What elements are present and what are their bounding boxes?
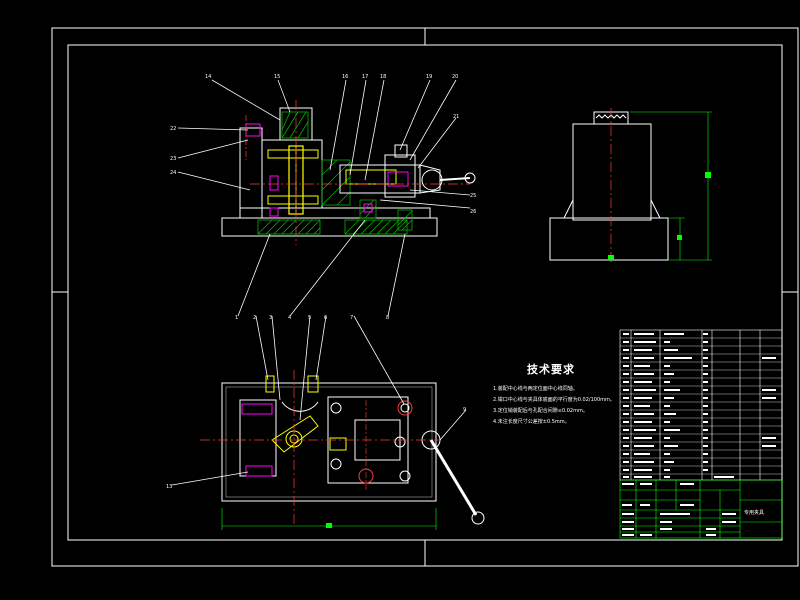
section-view: 14 15 16 17 18 19 20 21 22 23 24 25 26 (170, 74, 476, 317)
balloon: 23 (170, 156, 176, 162)
balloon: 2 (253, 315, 256, 321)
balloon: 14 (205, 74, 211, 80)
balloon: 24 (170, 170, 176, 176)
balloon: 21 (453, 114, 459, 120)
side-view (549, 108, 712, 262)
balloon: 9 (463, 407, 466, 413)
balloon: 25 (470, 193, 476, 199)
balloon: 1 (235, 315, 238, 321)
balloon: 22 (170, 126, 176, 132)
sheet-outer-border (51, 27, 799, 567)
balloon: 19 (426, 74, 432, 80)
balloon: 20 (452, 74, 458, 80)
sheet-inner-frame (67, 44, 783, 541)
balloon: 7 (350, 315, 353, 321)
title-block (619, 479, 783, 539)
balloon: 16 (342, 74, 348, 80)
balloon: 3 (269, 315, 272, 321)
technical-note-4: 4.未注长度尺寸公差按±0.5mm。 (493, 419, 570, 425)
bom-table (619, 329, 783, 481)
technical-requirements-title: 技术要求 (527, 363, 575, 376)
plan-view: 1 2 3 4 5 6 7 8 9 13 (166, 315, 485, 530)
bom-text-marks (623, 333, 776, 478)
balloon: 5 (308, 315, 311, 321)
balloon: 8 (386, 315, 389, 321)
drawing-name: 专用夹具 (744, 510, 765, 516)
technical-note-1: 1.装配中心线与两定位面中心线同轴。 (493, 386, 578, 392)
balloon: 18 (380, 74, 386, 80)
technical-note-3: 3.定位销装配后与孔配合间隙≤0.02mm。 (493, 408, 588, 414)
balloon: 15 (274, 74, 280, 80)
balloon: 17 (362, 74, 368, 80)
balloon: 13 (166, 484, 172, 490)
technical-note-2: 2.钳口中心线与夹具体底面的平行度为0.02/100mm。 (493, 397, 615, 403)
title-block-text-marks (622, 483, 736, 536)
balloon: 26 (470, 209, 476, 215)
balloon: 6 (324, 315, 327, 321)
balloon: 4 (288, 315, 291, 321)
bom-rows (620, 337, 782, 475)
